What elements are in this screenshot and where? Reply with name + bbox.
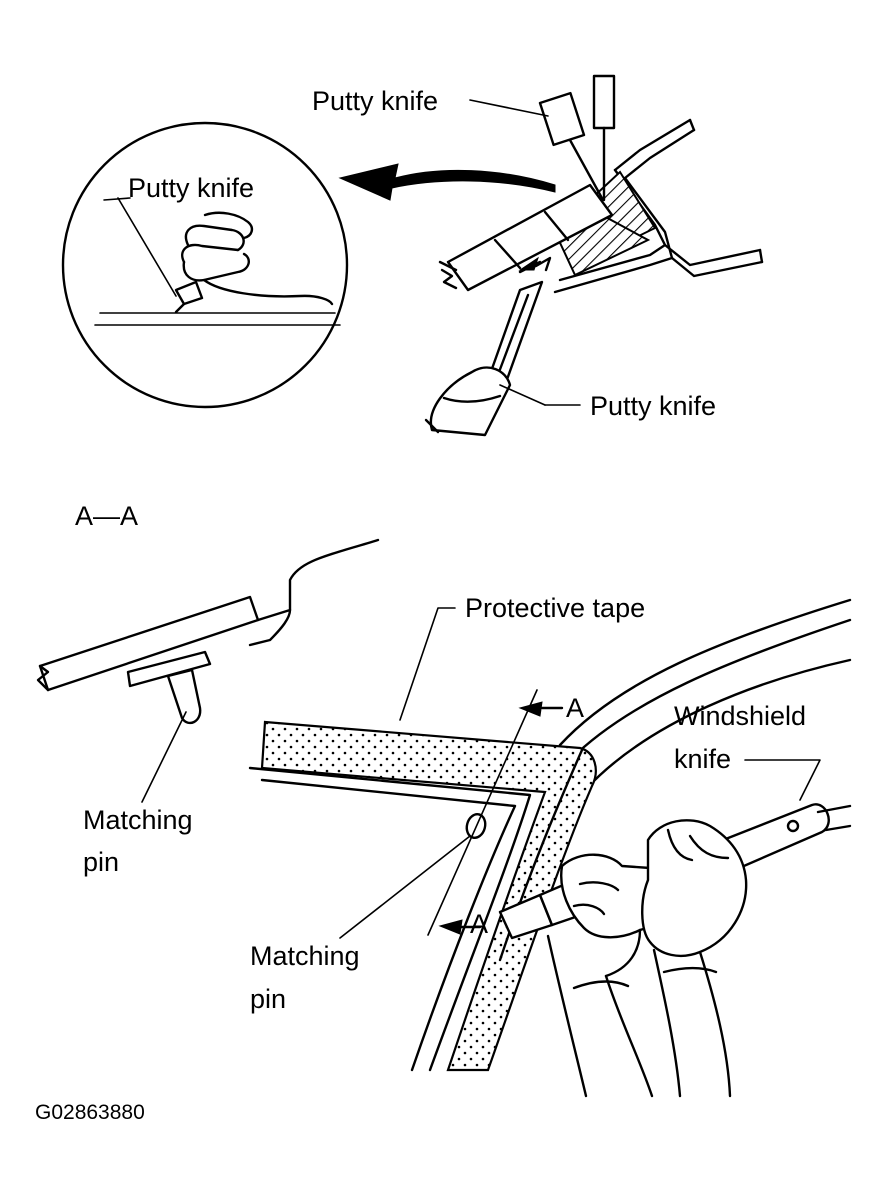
label-windshield-knife-line1: Windshield [674,701,807,731]
label-windshield-knife-line2: knife [674,744,732,774]
direction-arrow [338,163,556,201]
label-matching-pin-left-line2: pin [83,847,120,877]
label-figure-id: G02863880 [35,1101,145,1124]
section-a-a [36,538,380,803]
label-matching-pin-center-line2: pin [250,984,287,1014]
label-section-mark-upper: A [566,693,585,723]
label-protective-tape: Protective tape [465,593,646,623]
windshield-corner [248,598,852,1098]
label-putty-knife-inset: Putty knife [128,173,255,203]
glass-cross-section [424,74,764,437]
label-section-a-a: A—A [75,501,139,531]
label-putty-knife-top: Putty knife [312,86,439,116]
label-putty-knife-bottom: Putty knife [590,391,717,421]
label-matching-pin-left-line1: Matching [83,805,193,835]
label-section-mark-lower: A [470,909,489,939]
inset-magnifier [61,121,349,409]
label-matching-pin-center-line1: Matching [250,941,360,971]
